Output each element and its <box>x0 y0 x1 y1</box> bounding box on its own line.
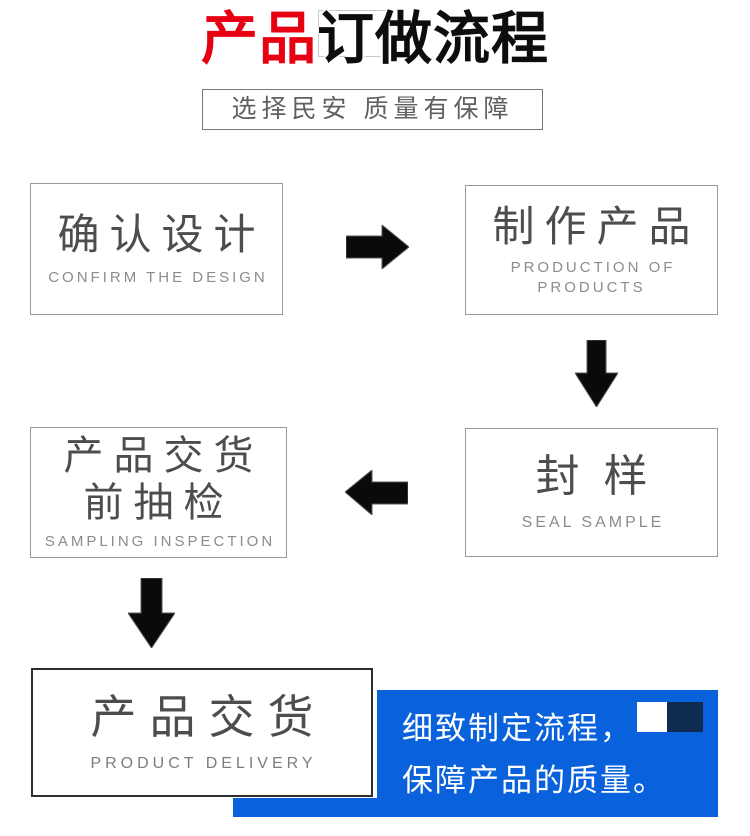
step-card-product-delivery: 产品交货 PRODUCT DELIVERY <box>31 668 373 797</box>
step-zh-label: 确认设计 <box>57 210 266 258</box>
step-en-label: PRODUCTION OF PRODUCTS <box>510 258 676 296</box>
step-card-confirm-design: 确认设计 CONFIRM THE DESIGN <box>30 183 283 315</box>
step-card-sampling-inspection: 产品交货 前抽检 SAMPLING INSPECTION <box>30 427 287 558</box>
arrow-down-icon <box>575 340 618 407</box>
deco-square-navy <box>667 702 703 732</box>
arrow-down-icon <box>128 578 175 648</box>
step-zh-label: 产品交货 <box>90 691 327 744</box>
callout-line-2: 保障产品的质量。 <box>402 763 666 798</box>
step-en-label: SAMPLING INSPECTION <box>44 533 276 551</box>
step-en-label: SEAL SAMPLE <box>521 514 665 532</box>
title-black-text: 订做流程 <box>317 7 549 71</box>
step-en-label: CONFIRM THE DESIGN <box>48 269 268 287</box>
step-zh-label: 封样 <box>535 452 672 502</box>
page-title: 产品订做流程 <box>0 6 750 72</box>
callout-line-1: 细致制定流程， <box>402 711 633 746</box>
subtitle-banner: 选择民安 质量有保障 <box>202 89 543 130</box>
step-zh-label: 产品交货 前抽检 <box>63 433 264 525</box>
title-red-text: 产品 <box>201 7 317 71</box>
deco-square-white <box>637 702 667 732</box>
step-zh-label: 制作产品 <box>492 202 701 250</box>
arrow-right-icon <box>346 225 409 269</box>
step-card-seal-sample: 封样 SEAL SAMPLE <box>465 428 718 557</box>
callout-bottom-strip <box>233 798 378 817</box>
step-en-label: PRODUCT DELIVERY <box>90 755 317 773</box>
title-deco-box <box>318 10 390 57</box>
step-card-production: 制作产品 PRODUCTION OF PRODUCTS <box>465 185 718 315</box>
arrow-left-icon <box>345 470 408 515</box>
